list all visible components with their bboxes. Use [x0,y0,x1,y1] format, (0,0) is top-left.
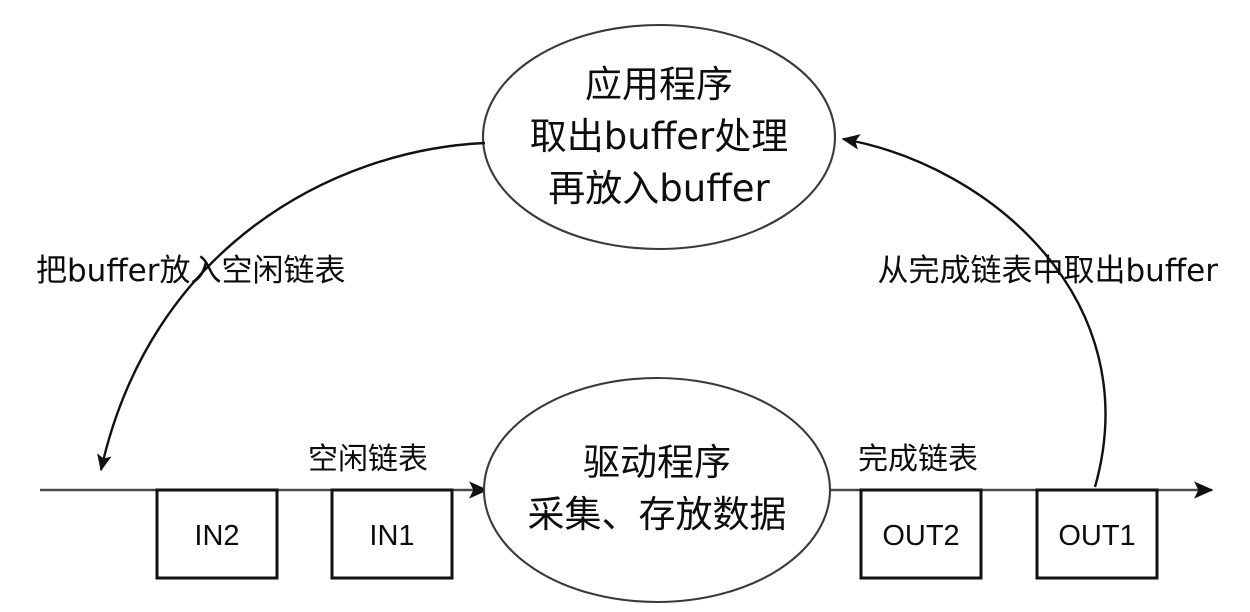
buffer-box-in1-rect [330,488,454,580]
driver-program-ellipse [482,376,832,604]
buffer-box-out2-rect [859,488,983,580]
done-list-fetch-arrow [841,134,1107,488]
buffer-box-out1-label: OUT1 [1058,520,1135,552]
application-line-2: 取出buffer处理 [530,115,788,158]
buffer-box-out1-rect [1035,488,1159,580]
buffer-box-in1[interactable]: IN1 [330,488,454,580]
application-line-1: 应用程序 [585,63,733,106]
free-list-label: 空闲链表 [308,442,428,477]
right-curve-label: 从完成链表中取出buffer [878,253,1219,289]
done-list-label: 完成链表 [858,442,978,477]
left-curve-label: 把buffer放入空闲链表 [36,253,346,289]
application-line-3: 再放入buffer [548,167,770,210]
driver-line-2: 采集、存放数据 [528,493,787,536]
left-curve-path [97,141,486,472]
buffer-box-out2-label: OUT2 [882,520,959,552]
buffer-box-out2[interactable]: OUT2 [859,488,983,580]
buffer-box-in2[interactable]: IN2 [155,488,279,580]
buffer-box-in2-rect [155,488,279,580]
right-curve-path [841,134,1107,488]
application-program-node[interactable]: 应用程序 取出buffer处理 再放入buffer [481,23,837,251]
free-list-return-arrow [97,141,486,472]
buffer-box-out1[interactable]: OUT1 [1035,488,1159,580]
buffer-box-in2-label: IN2 [194,520,239,552]
application-program-ellipse [481,23,837,251]
buffer-box-in1-label: IN1 [369,520,414,552]
driver-line-1: 驱动程序 [583,441,731,484]
driver-program-node[interactable]: 驱动程序 采集、存放数据 [482,376,832,604]
